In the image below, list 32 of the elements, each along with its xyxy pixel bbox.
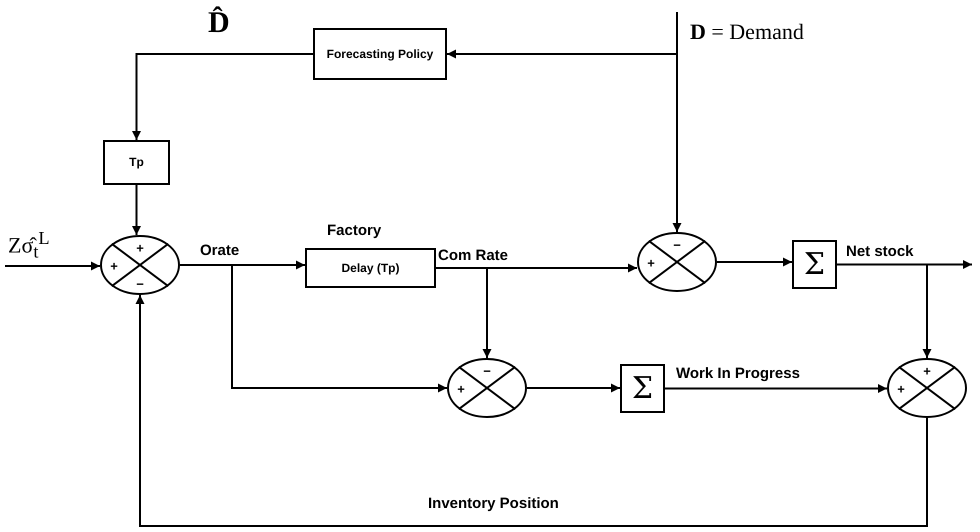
block-caption: Factory [327, 222, 382, 239]
arrow [136, 295, 928, 527]
arrow [5, 262, 100, 270]
integrator-box: Σ [792, 240, 837, 289]
arrow [717, 258, 792, 266]
summing-junction [447, 358, 527, 418]
sign-symbol: − [673, 238, 681, 252]
sign-symbol: + [136, 242, 144, 254]
arrow [447, 12, 678, 58]
summing-junction [637, 232, 717, 292]
integrator-box: Σ [620, 364, 665, 413]
sign-symbol: + [897, 382, 905, 396]
arrow [180, 264, 447, 392]
arrow [436, 267, 492, 358]
arrow [132, 185, 141, 235]
edge-label: Work In Progress [676, 366, 800, 382]
arrow [665, 384, 887, 393]
sign-symbol: + [647, 256, 655, 270]
process-box: Forecasting Policy [313, 28, 447, 80]
sign-symbol: + [110, 260, 118, 272]
process-box: Delay (Tp) [305, 248, 436, 288]
edge-label: Inventory Position [428, 496, 559, 512]
sign-symbol: + [457, 382, 465, 396]
sign-symbol: − [136, 278, 144, 290]
summing-junction [887, 358, 967, 418]
arrow [837, 264, 932, 358]
arrow [132, 53, 313, 140]
sign-symbol: − [483, 364, 491, 378]
sign-symbol: + [923, 364, 931, 378]
arrow [527, 384, 620, 392]
process-box: Tp [103, 140, 170, 185]
summing-junction [100, 235, 180, 295]
